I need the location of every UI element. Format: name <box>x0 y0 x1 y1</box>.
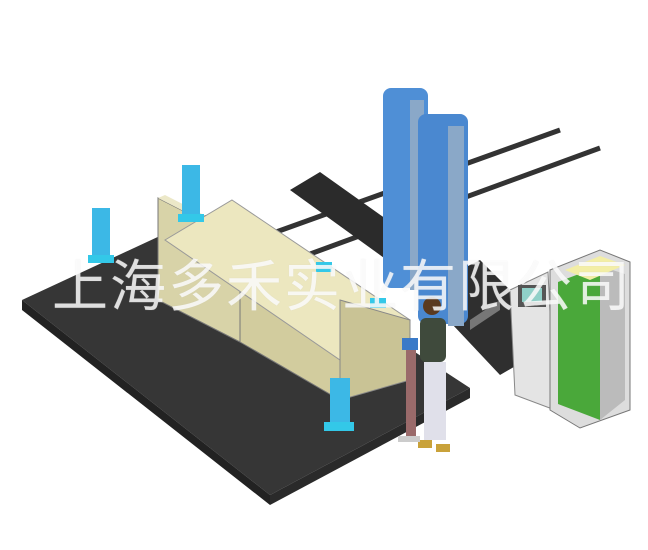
sensor-posts <box>88 165 386 431</box>
floor-platform <box>22 215 470 505</box>
tower-front <box>418 114 468 326</box>
electrical-cabinet <box>549 249 631 429</box>
operator-figure <box>398 297 450 452</box>
watermark-text: 上海多禾实业有限公司 <box>52 255 632 320</box>
control-console <box>509 271 556 411</box>
